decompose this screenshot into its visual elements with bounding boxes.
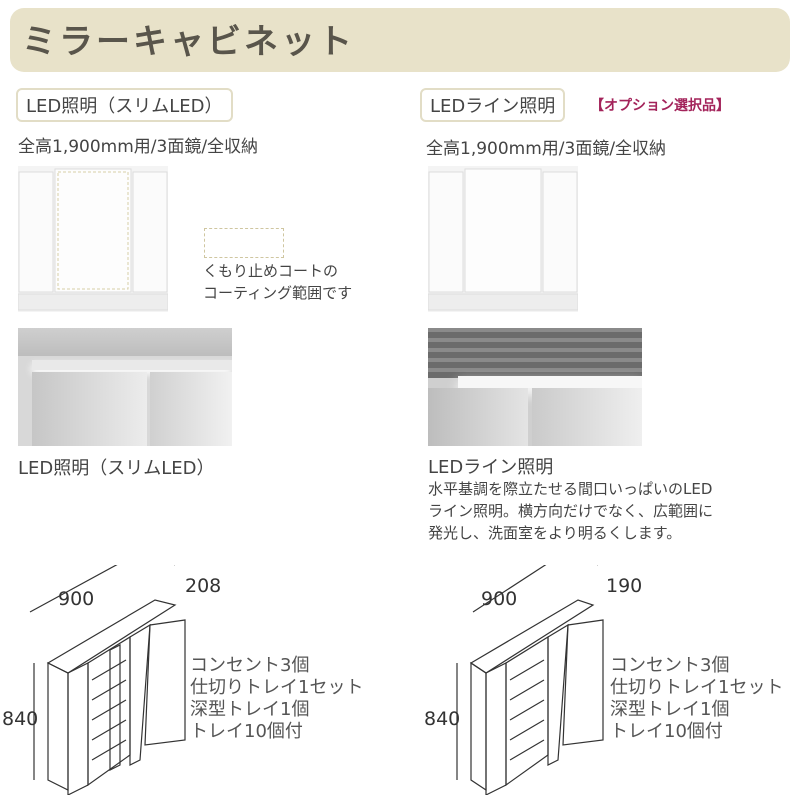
right-dimension-drawing (456, 565, 604, 795)
right-subtitle: 全高1,900mm用/3面鏡/全収納 (426, 139, 667, 159)
left-subtitle: 全高1,900mm用/3面鏡/全収納 (18, 137, 259, 157)
right-cabinet-image (428, 166, 578, 312)
option-badge: 【オプション選択品】 (590, 98, 730, 114)
spec-line: 仕切りトレイ1セット (190, 677, 364, 698)
right-photo-caption: LEDライン照明 (428, 457, 554, 478)
spec-line: 仕切りトレイ1セット (610, 677, 784, 698)
right-depth-dim: 190 (606, 575, 643, 597)
right-label: LEDライン照明 (420, 88, 566, 122)
spec-line: トレイ10個付 (190, 721, 303, 742)
description-line: ライン照明。横方向だけでなく、広範囲に (428, 502, 714, 520)
coating-note-line: くもり止めコートの (203, 262, 339, 280)
header-band (10, 8, 790, 72)
left-cabinet-image (18, 166, 168, 312)
left-photo-caption: LED照明（スリムLED） (18, 458, 215, 479)
spec-line: 深型トレイ1個 (610, 699, 730, 720)
page-title: ミラーキャビネット (22, 22, 355, 62)
left-label: LED照明（スリムLED） (16, 88, 233, 122)
left-specs: コンセント3個 仕切りトレイ1セット 深型トレイ1個 トレイ10個付 (190, 655, 363, 743)
coating-note-line: コーティング範囲です (203, 284, 353, 302)
left-width-dim: 900 (58, 588, 95, 610)
right-led-photo (428, 328, 642, 446)
coating-area-swatch (204, 228, 284, 258)
coating-note: くもり止めコートの コーティング範囲です (203, 260, 352, 304)
left-height-dim: 840 (2, 708, 39, 730)
spec-line: トレイ10個付 (610, 721, 723, 742)
left-led-photo (18, 328, 232, 446)
description-line: 水平基調を際立たせる間口いっぱいのLED (428, 480, 713, 498)
left-dimension-drawing (29, 565, 186, 795)
spec-line: コンセント3個 (610, 655, 730, 676)
right-description: 水平基調を際立たせる間口いっぱいのLED ライン照明。横方向だけでなく、広範囲に… (428, 478, 713, 544)
right-width-dim: 900 (481, 588, 518, 610)
right-specs: コンセント3個 仕切りトレイ1セット 深型トレイ1個 トレイ10個付 (610, 655, 783, 743)
spec-line: 深型トレイ1個 (190, 699, 310, 720)
right-height-dim: 840 (424, 708, 461, 730)
description-line: 発光し、洗面室をより明るくします。 (428, 524, 682, 542)
left-depth-dim: 208 (185, 575, 222, 597)
spec-line: コンセント3個 (190, 655, 310, 676)
